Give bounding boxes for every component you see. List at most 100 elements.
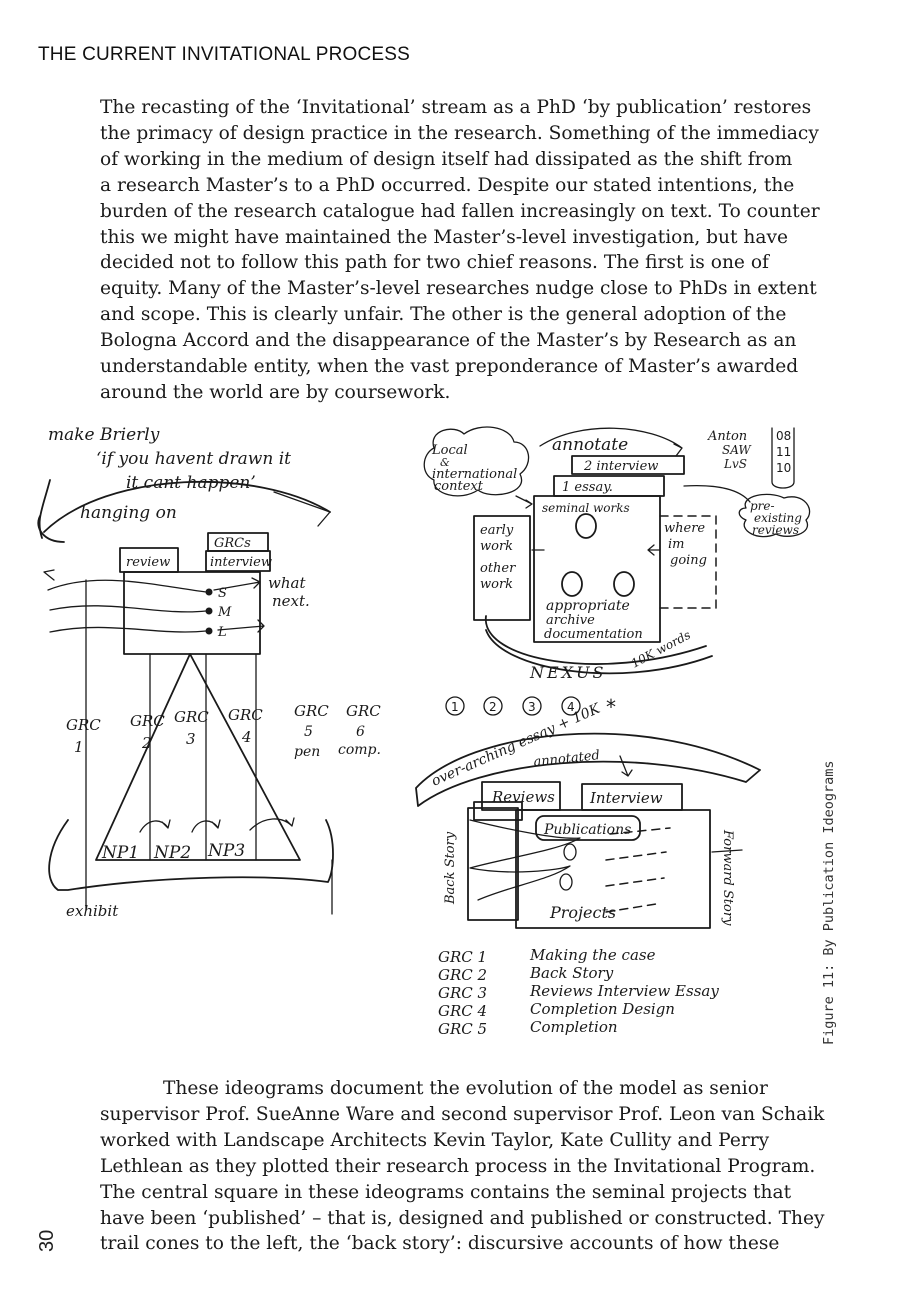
paragraph-line: and scope. This is clearly unfair. The o… <box>100 304 787 326</box>
sketch-label: 1 essay. <box>562 480 613 495</box>
step-number: 3 <box>528 700 536 714</box>
sketch-label: hanging on <box>80 503 177 523</box>
sketch-label: Back Story <box>443 831 458 905</box>
sketch-label: where <box>664 521 705 536</box>
sketch-stroke <box>38 479 51 539</box>
early-work-box <box>473 515 531 621</box>
paragraph-line: of working in the medium of design itsel… <box>100 148 793 170</box>
arrow-head <box>249 817 295 831</box>
publications-box <box>535 815 641 841</box>
sketch-label: Publications <box>543 822 631 838</box>
paragraph-line: equity. Many of the Master’s-level resea… <box>100 278 817 300</box>
sketch-label: Reviews <box>491 788 555 806</box>
grc-label: GRC <box>228 706 263 724</box>
sketch-label: ‘if you havent drawn it <box>96 449 291 469</box>
sketch-label: interview <box>210 555 272 570</box>
sketch-label: M <box>217 605 232 620</box>
dashed-arrow <box>605 877 665 887</box>
arrow-head <box>515 495 533 509</box>
sketch-label: exhibit <box>66 902 119 920</box>
paragraph-line: the primacy of design practice in the re… <box>100 122 819 144</box>
sketch-stroke <box>49 605 207 613</box>
paragraph-line: burden of the research catalogue had fal… <box>100 200 820 222</box>
paragraph-line: The central square in these ideograms co… <box>100 1181 792 1203</box>
dashed-arrow <box>605 851 667 861</box>
arrow-head <box>43 569 55 581</box>
project-circle <box>575 513 597 539</box>
paragraph-line: understandable entity, when the vast pre… <box>100 356 799 378</box>
sketch-label: Anton <box>707 429 747 444</box>
dashed-arrow <box>605 903 657 913</box>
running-head: THE CURRENT INVITATIONAL PROCESS <box>38 44 411 65</box>
cone-triangle <box>95 653 301 861</box>
ideogram-nexus-sketch: Local & international context annotate 2… <box>423 426 811 682</box>
paragraph-line: decided not to follow this path for two … <box>100 252 769 274</box>
sketch-label: international <box>432 467 517 482</box>
arrow-head <box>539 427 683 457</box>
sketch-label: pre- <box>750 499 775 513</box>
arrow-head <box>213 577 261 591</box>
nexus-arc <box>485 615 713 675</box>
sketch-label: seminal works <box>542 501 630 515</box>
step-circle <box>483 696 503 716</box>
sketch-label: review <box>126 555 170 570</box>
seminal-square <box>533 495 661 643</box>
step-asterisk: * <box>606 695 616 719</box>
np-label: NP1 <box>101 843 139 863</box>
sketch-stroke <box>711 849 743 853</box>
stack-box <box>473 801 523 821</box>
paragraph-line: have been ‘published’ – that is, designe… <box>100 1207 825 1229</box>
arrow-head <box>647 544 661 556</box>
legend-code: GRC 4 <box>438 1002 487 1020</box>
dot-marker <box>205 627 213 635</box>
ideogram-cone-sketch: make Brierly ‘if you havent drawn it it … <box>37 425 381 920</box>
legend-code: GRC 5 <box>438 1020 487 1038</box>
sketch-label: archive <box>546 613 595 628</box>
interview-box <box>205 550 271 572</box>
grc-number: 4 <box>241 728 252 746</box>
sketch-label: work <box>480 539 513 554</box>
legend-text: Back Story <box>529 964 614 982</box>
grc-number: 3 <box>186 730 196 748</box>
sketch-label: L <box>217 625 227 640</box>
legend-text: Making the case <box>529 946 656 964</box>
arrow-head <box>217 619 265 633</box>
sketch-stroke <box>37 515 65 543</box>
paragraph-line: Bologna Accord and the disappearance of … <box>100 330 797 352</box>
sketch-label: annotate <box>552 435 628 455</box>
sketch-label: annotated <box>533 748 601 770</box>
project-circle <box>561 571 583 597</box>
grc-note: comp. <box>338 742 381 758</box>
overarching-arc <box>43 480 331 533</box>
sketch-label: im <box>668 537 685 552</box>
paragraph-line: trail cones to the left, the ‘back story… <box>100 1233 780 1255</box>
step-circle <box>445 696 465 716</box>
grc-label: GRC <box>294 702 329 720</box>
sketch-label: Interview <box>589 789 663 807</box>
legend-code: GRC 2 <box>438 966 487 984</box>
arrow-head <box>139 819 171 833</box>
sketch-label: LvS <box>723 457 747 471</box>
sketch-label: other <box>480 561 516 576</box>
projects-square <box>515 809 711 929</box>
paragraph-line: supervisor Prof. SueAnne Ware and second… <box>100 1103 825 1125</box>
grc-label: GRC <box>174 708 209 726</box>
figure-caption: Figure 11: By Publication Ideograms <box>821 760 837 1045</box>
sketch-label: S <box>218 586 227 601</box>
sketch-label: reviews <box>752 523 799 537</box>
np-label: NP3 <box>207 841 245 861</box>
zigzag-path <box>469 819 581 901</box>
sketch-label: SAW <box>722 443 752 457</box>
sketch-label: existing <box>754 511 802 525</box>
sketch-stroke <box>49 626 207 633</box>
paragraph-line: worked with Landscape Architects Kevin T… <box>100 1129 770 1151</box>
intro-paragraph: The recasting of the ‘Invitational’ stre… <box>100 95 840 406</box>
step-number: 4 <box>567 700 575 714</box>
grc-label: GRC <box>346 702 381 720</box>
sketch-label: GRCs <box>214 536 251 551</box>
legend-text: Completion <box>530 1018 618 1036</box>
step-number: 1 <box>451 700 459 714</box>
legend-code: GRC 3 <box>438 984 487 1002</box>
sketch-label: Local <box>431 443 468 458</box>
year-bracket <box>771 427 795 489</box>
